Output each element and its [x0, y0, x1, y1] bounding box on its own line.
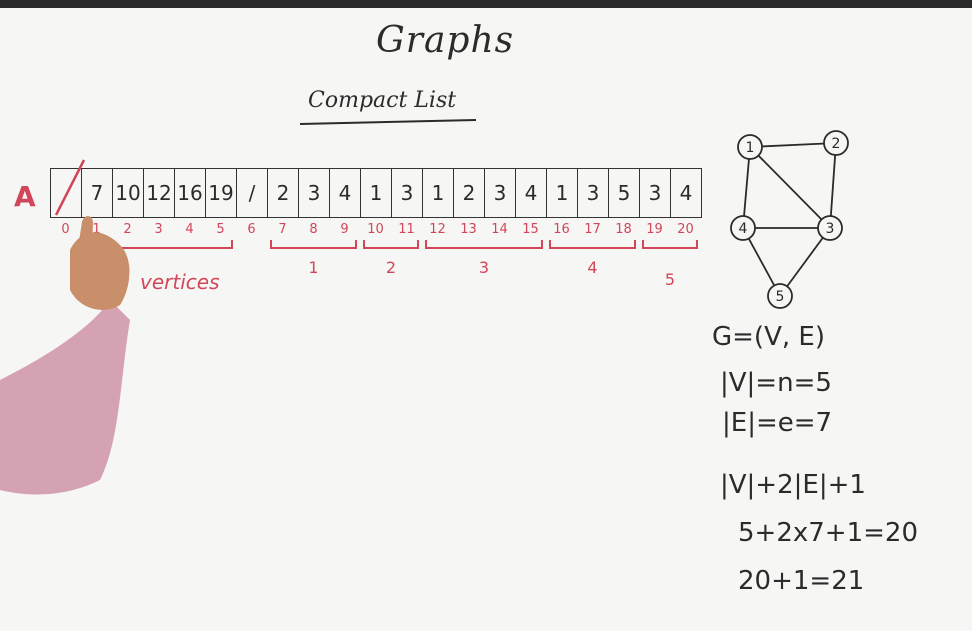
graph-node-label: 5	[776, 289, 785, 305]
array-label: A	[14, 180, 36, 213]
graph-node	[737, 134, 763, 160]
graph-edge	[829, 142, 837, 229]
equation-line: |V|=n=5	[720, 368, 832, 398]
array-index: 17	[584, 222, 601, 237]
graph-edge	[749, 146, 831, 229]
graph-node-label: 4	[739, 221, 748, 237]
video-top-bar	[0, 0, 972, 8]
array-index: 5	[216, 222, 225, 237]
array-index: 1	[92, 222, 101, 237]
array-index: 19	[646, 222, 663, 237]
group-label: 3	[478, 258, 490, 277]
array-index: 15	[522, 222, 539, 237]
graph-node-label: 1	[746, 140, 755, 156]
equation-line: G=(V, E)	[712, 322, 825, 352]
array-index: 20	[677, 222, 694, 237]
array-index: 2	[123, 222, 132, 237]
graph-edge	[742, 146, 751, 229]
graph-node	[817, 215, 843, 241]
array-index: 6	[247, 222, 256, 237]
graph-node	[767, 283, 793, 309]
finger	[78, 216, 93, 250]
array-index: 3	[154, 222, 163, 237]
graph-edge	[779, 227, 831, 297]
board-subtitle: Compact List	[308, 88, 457, 113]
graph-node	[730, 215, 756, 241]
array-index: 10	[367, 222, 384, 237]
array-index: 0	[61, 222, 70, 237]
array-index: 11	[398, 222, 415, 237]
graph-edge	[742, 227, 781, 297]
group-label: 5	[664, 270, 676, 289]
board-title: Graphs	[376, 20, 515, 61]
graph-node	[823, 130, 849, 156]
array-index: 13	[460, 222, 477, 237]
whiteboard	[0, 8, 972, 631]
array-index: 8	[309, 222, 318, 237]
group-label: 4	[587, 258, 598, 277]
graph-node-label: 2	[832, 136, 841, 152]
equation-line: 20+1=21	[738, 566, 865, 596]
array-cell: 4	[670, 168, 702, 218]
array-cell: 16	[174, 168, 206, 218]
array-index: 12	[429, 222, 446, 237]
equation-line: |E|=e=7	[722, 408, 833, 438]
array-index: 14	[491, 222, 508, 237]
group-label: 1	[308, 258, 319, 277]
array-index: 16	[553, 222, 570, 237]
sleeve	[0, 300, 130, 495]
array-index: 4	[185, 222, 194, 237]
array-index: 18	[615, 222, 632, 237]
group-label: 2	[385, 258, 397, 277]
graph-edge	[749, 142, 837, 148]
vertices-label: vertices	[140, 270, 220, 294]
array-cell: 19	[205, 168, 237, 218]
equation-line: |V|+2|E|+1	[720, 470, 866, 500]
equation-line: 5+2x7+1=20	[738, 518, 918, 548]
array-index: 9	[340, 222, 349, 237]
graph-node-label: 3	[826, 221, 835, 237]
hand	[70, 232, 130, 310]
array-index: 7	[278, 222, 287, 237]
